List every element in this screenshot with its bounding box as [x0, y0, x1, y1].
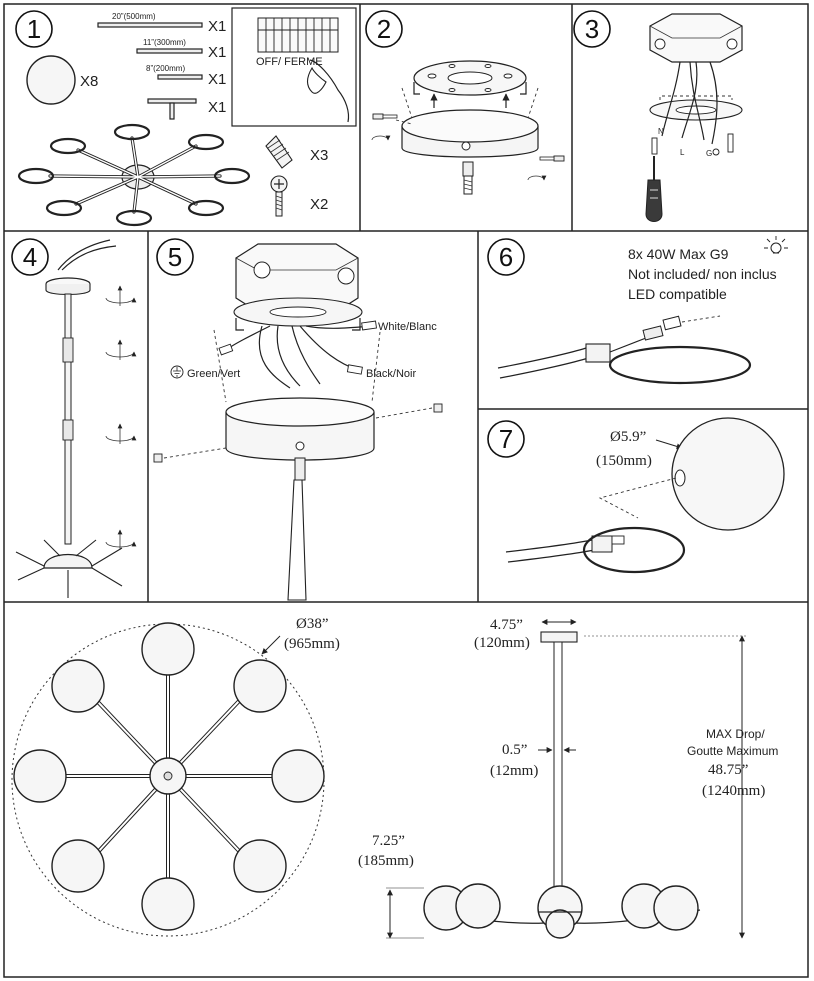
svg-text:8x 40W Max G9: 8x 40W Max G9 [628, 246, 729, 262]
bulb-icon [764, 236, 788, 254]
svg-text:7: 7 [499, 424, 513, 454]
step-number-1: 1 [15, 10, 53, 48]
canopy-5 [225, 397, 375, 601]
screw-left [371, 113, 413, 141]
screw-5-left [153, 447, 227, 463]
svg-text:X1: X1 [208, 99, 226, 116]
svg-text:OFF/ FERME: OFF/ FERME [256, 56, 323, 68]
rotate-arrows [105, 285, 137, 550]
rod-8in: 8”(200mm) X1 [146, 64, 226, 88]
panel-grid [3, 3, 809, 978]
rod-11in: 11”(300mm) X1 [136, 38, 226, 61]
step-number-4: 4 [11, 238, 49, 276]
svg-text:6: 6 [499, 242, 513, 272]
svg-text:48.75”: 48.75” [708, 762, 748, 778]
step-number-7: 7 [487, 420, 525, 458]
top-view-globes [13, 622, 325, 931]
svg-text:(150mm): (150mm) [596, 453, 652, 469]
step1-parts: 20”(500mm) X1 11”(300mm) X1 8”(200mm) X1… [17, 7, 357, 227]
svg-text:Black/Noir: Black/Noir [366, 368, 416, 380]
step6-bulb: 8x 40W Max G9 Not included/ non inclus L… [497, 236, 788, 385]
screw-part: X2 [270, 175, 328, 217]
svg-text:(120mm): (120mm) [474, 635, 530, 651]
svg-text:MAX Drop/: MAX Drop/ [706, 727, 765, 741]
canopy [401, 109, 539, 195]
svg-text:N: N [658, 127, 664, 136]
svg-text:X2: X2 [310, 196, 328, 213]
svg-text:3: 3 [585, 14, 599, 44]
step4-rod-assembly [15, 239, 137, 598]
svg-text:L: L [680, 148, 685, 157]
side-view: 4.75” (120mm) 0.5” (12mm) MAX Drop/ Gout… [358, 617, 778, 939]
connector-part: X1 [147, 98, 226, 120]
rod-20in: 20”(500mm) X1 [97, 12, 226, 35]
step-number-5: 5 [156, 238, 194, 276]
ground-icon [170, 365, 184, 379]
svg-text:X1: X1 [208, 18, 226, 35]
svg-text:4.75”: 4.75” [490, 617, 523, 633]
screw-5-right [375, 403, 443, 419]
svg-text:Goutte Maximum: Goutte Maximum [687, 744, 778, 758]
svg-text:(12mm): (12mm) [490, 763, 538, 779]
step-number-2: 2 [365, 10, 403, 48]
svg-text:X3: X3 [310, 147, 328, 164]
svg-text:X8: X8 [80, 73, 98, 90]
svg-text:LED compatible: LED compatible [628, 286, 727, 302]
chandelier-body [17, 123, 251, 227]
svg-text:White/Blanc: White/Blanc [378, 321, 437, 333]
svg-text:Ø38”: Ø38” [296, 616, 329, 632]
svg-text:4: 4 [23, 242, 37, 272]
step3-junction-box: N L G [645, 13, 743, 222]
svg-text:X1: X1 [208, 71, 226, 88]
step2-crossbar [371, 60, 565, 195]
svg-text:G: G [706, 149, 712, 158]
svg-text:X1: X1 [208, 44, 226, 61]
svg-text:11”(300mm): 11”(300mm) [143, 38, 186, 47]
side-view-globes [423, 883, 699, 939]
step-number-6: 6 [487, 238, 525, 276]
step7-globe: Ø5.9” (150mm) [505, 417, 785, 574]
svg-text:20”(500mm): 20”(500mm) [112, 12, 156, 21]
svg-text:(185mm): (185mm) [358, 853, 414, 869]
top-view: Ø38” (965mm) [11, 616, 340, 937]
svg-text:8”(200mm): 8”(200mm) [146, 64, 185, 73]
screw-right [527, 155, 565, 181]
svg-text:2: 2 [377, 14, 391, 44]
svg-text:7.25”: 7.25” [372, 833, 405, 849]
screwdriver [645, 156, 663, 222]
svg-text:(1240mm): (1240mm) [702, 783, 765, 799]
svg-text:(965mm): (965mm) [284, 636, 340, 652]
power-off-inset: OFF/ FERME [231, 7, 357, 127]
svg-text:Green/Vert: Green/Vert [187, 368, 240, 380]
svg-text:5: 5 [168, 242, 182, 272]
wire-nut-part: X3 [265, 135, 328, 169]
svg-text:0.5”: 0.5” [502, 742, 527, 758]
svg-text:1: 1 [27, 14, 41, 44]
step-number-3: 3 [573, 10, 611, 48]
step5-wiring: White/Blanc Black/Noir Green/Vert [153, 243, 443, 601]
globe-part: X8 [26, 55, 98, 105]
svg-text:Not included/ non inclus: Not included/ non inclus [628, 266, 777, 282]
svg-text:Ø5.9”: Ø5.9” [610, 429, 646, 445]
